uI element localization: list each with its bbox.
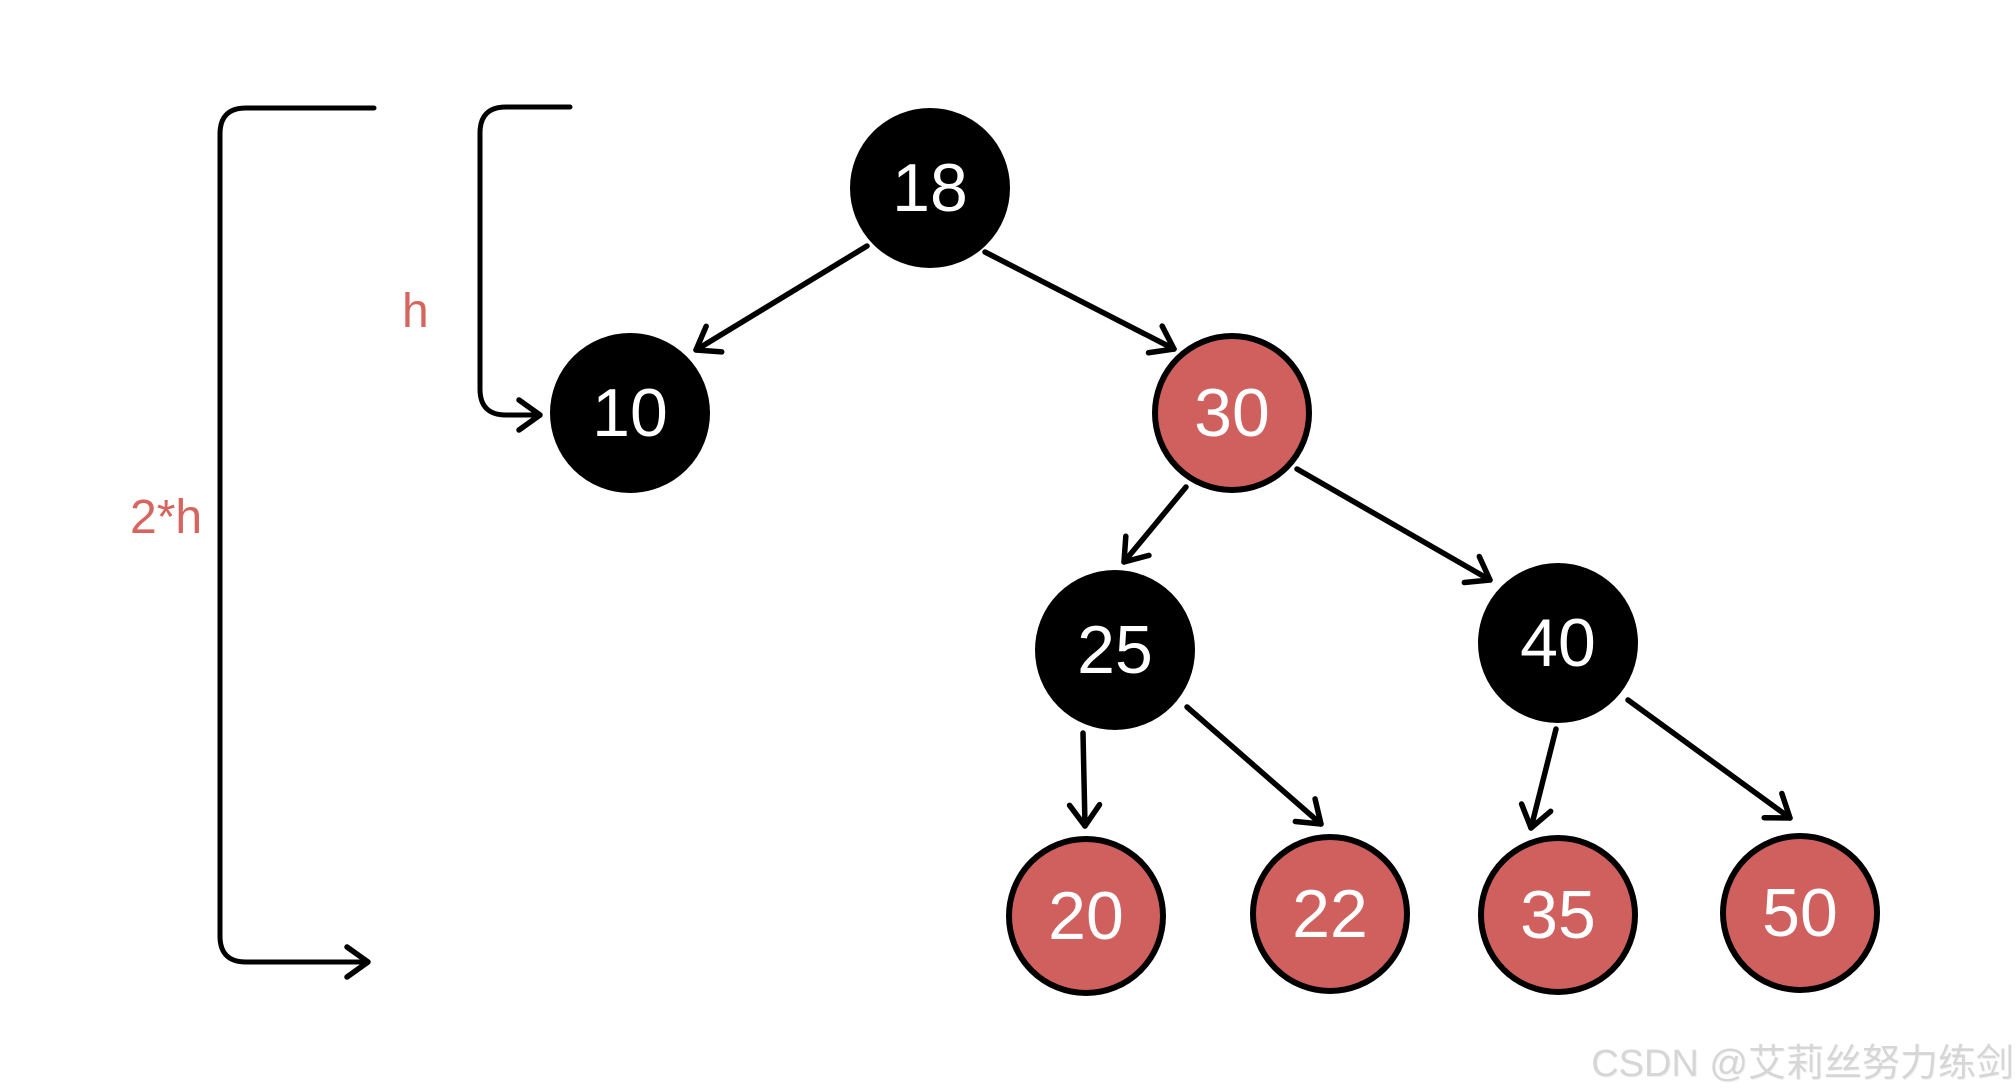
tree-node-10: 10 — [550, 333, 710, 493]
edge-40-to-50 — [1625, 697, 1793, 821]
csdn-watermark: CSDN @艾莉丝努力练剑 — [1591, 1043, 2014, 1085]
tree-node-20: 20 — [1006, 836, 1166, 996]
tree-node-40: 40 — [1478, 563, 1638, 723]
tree-node-50: 50 — [1720, 833, 1880, 993]
edge-18-to-10 — [693, 243, 870, 355]
tree-node-25: 25 — [1035, 570, 1195, 730]
tree-node-35: 35 — [1478, 835, 1638, 995]
tree-node-30: 30 — [1152, 333, 1312, 493]
edge-30-to-25 — [1121, 484, 1189, 565]
edge-25-to-20 — [1066, 730, 1103, 829]
edge-30-to-40 — [1294, 466, 1493, 586]
double-height-bracket-arrow — [217, 105, 377, 980]
height-label: h — [402, 285, 429, 338]
tree-node-18: 18 — [850, 108, 1010, 268]
edge-40-to-35 — [1518, 726, 1559, 831]
tree-node-22: 22 — [1250, 834, 1410, 994]
edge-25-to-22 — [1184, 704, 1324, 827]
double-height-label: 2*h — [130, 491, 203, 544]
height-bracket-arrow — [477, 104, 573, 433]
edge-18-to-30 — [982, 249, 1177, 356]
